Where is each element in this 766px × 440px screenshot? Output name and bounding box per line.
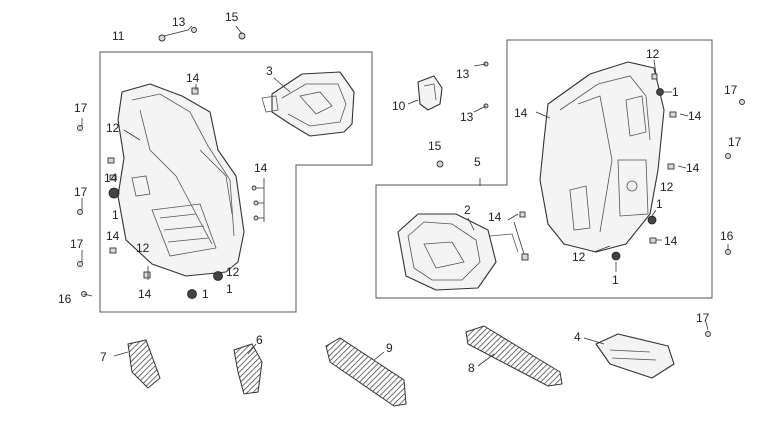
callout-5: 5 xyxy=(474,155,481,169)
callout-1-b: 1 xyxy=(202,287,209,301)
part-6-pad xyxy=(233,343,263,395)
callout-10: 10 xyxy=(392,99,406,113)
callout-14-c: 14 xyxy=(106,229,120,243)
part-10-cap xyxy=(417,75,443,111)
callout-14-i: 14 xyxy=(686,161,700,175)
callout-1-f: 1 xyxy=(612,273,619,287)
callout-7: 7 xyxy=(100,350,107,364)
callout-15-top: 15 xyxy=(225,10,239,24)
callout-12-f: 12 xyxy=(572,250,586,264)
callout-13-b: 13 xyxy=(456,67,470,81)
callout-16-a: 16 xyxy=(58,292,72,306)
callout-17-f: 17 xyxy=(696,311,710,325)
callout-13-top: 13 xyxy=(172,15,186,29)
callout-17-b: 17 xyxy=(74,185,88,199)
right-inner-panel xyxy=(539,61,665,253)
callout-14-j: 14 xyxy=(664,234,678,248)
callout-2: 2 xyxy=(464,203,471,217)
callout-17-a: 17 xyxy=(74,101,88,115)
callout-1-c: 1 xyxy=(226,282,233,296)
callout-1-e: 1 xyxy=(656,197,663,211)
callout-9: 9 xyxy=(386,341,393,355)
part-8-floor-mat xyxy=(465,325,563,387)
callout-12-c: 12 xyxy=(226,265,240,279)
callout-12-e: 12 xyxy=(660,180,674,194)
callout-14-a: 14 xyxy=(186,71,200,85)
callout-12-b: 12 xyxy=(136,241,150,255)
callout-6: 6 xyxy=(256,333,263,347)
part-9-floor-mat xyxy=(325,337,407,407)
callout-14-e: 14 xyxy=(138,287,152,301)
callout-12-d: 12 xyxy=(646,47,660,61)
left-group-frame xyxy=(99,51,373,313)
callout-14-f: 14 xyxy=(488,210,502,224)
callout-1-a: 1 xyxy=(112,208,119,222)
part-4-plate xyxy=(595,333,675,379)
callout-15-b: 15 xyxy=(428,139,442,153)
callout-17-c: 17 xyxy=(70,237,84,251)
part-3-bracket xyxy=(261,71,355,137)
callout-14-g: 14 xyxy=(514,106,528,120)
callout-17-e: 17 xyxy=(728,135,742,149)
callout-8: 8 xyxy=(468,361,475,375)
callout-16-b: 16 xyxy=(720,229,734,243)
callout-1-d: 1 xyxy=(672,85,679,99)
callout-4: 4 xyxy=(574,330,581,344)
part-2-inner-box xyxy=(397,213,519,291)
callout-labels: 11 13 15 3 14 17 12 14 17 1 14 14 12 17 … xyxy=(58,10,742,375)
part-7-pad xyxy=(127,339,161,389)
callout-14-b: 14 xyxy=(104,171,118,185)
callout-17-d: 17 xyxy=(724,83,738,97)
right-group-frame xyxy=(375,39,713,299)
callout-14-h: 14 xyxy=(688,109,702,123)
left-inner-panel xyxy=(117,83,245,277)
callout-14-d: 14 xyxy=(254,161,268,175)
callout-13-c: 13 xyxy=(460,110,474,124)
leader-lines xyxy=(81,25,729,367)
callout-12-a: 12 xyxy=(106,121,120,135)
hardware-items xyxy=(77,27,745,337)
callout-3: 3 xyxy=(266,64,273,78)
callout-11: 11 xyxy=(112,29,125,43)
